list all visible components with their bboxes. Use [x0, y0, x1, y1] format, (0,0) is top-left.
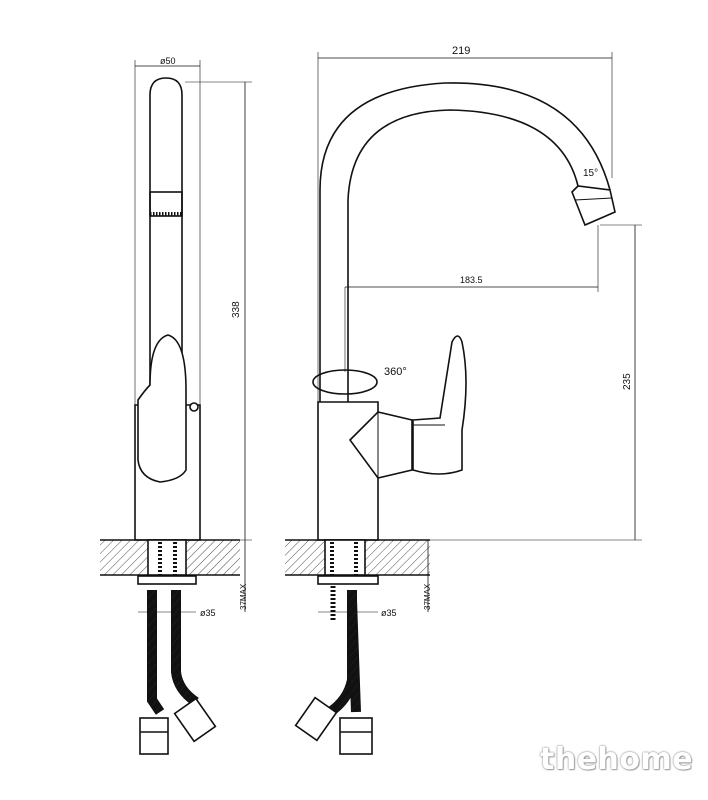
- front-fitting-b: [339, 717, 373, 755]
- spout-angle-label: 15°: [583, 168, 598, 179]
- front-spout-tip: [571, 185, 616, 227]
- front-nut-plate: [317, 575, 379, 585]
- front-spout-inner: [347, 109, 579, 402]
- hole-diameter-right-label: ø35: [381, 608, 397, 618]
- counter-max-left-label: 37MAX: [239, 583, 248, 610]
- side-handle-knob: [189, 402, 199, 412]
- front-fitting-a: [294, 696, 338, 742]
- side-fitting-b: [173, 697, 217, 743]
- side-handle: [137, 334, 187, 483]
- watermark-logo: thehome: [540, 742, 694, 777]
- spout-height-label: 235: [622, 373, 633, 390]
- side-spout-body: [149, 77, 183, 385]
- reach-label: 219: [452, 45, 470, 57]
- rotation-label: 360°: [384, 366, 407, 378]
- side-view: [100, 60, 252, 755]
- front-handle: [412, 335, 467, 475]
- front-cartridge: [348, 411, 413, 479]
- side-nut-plate: [137, 575, 197, 585]
- hole-diameter-left-label: ø35: [200, 608, 216, 618]
- spout-offset-label: 183.5: [460, 275, 483, 285]
- counter-max-right-label: 37MAX: [423, 583, 432, 610]
- side-fitting-a: [139, 717, 169, 755]
- front-view: [285, 52, 642, 755]
- rotation-indicator: [312, 369, 378, 395]
- total-height-label: 338: [231, 301, 242, 318]
- base-diameter-label: ø50: [160, 56, 176, 66]
- front-spout-outer: [319, 82, 611, 402]
